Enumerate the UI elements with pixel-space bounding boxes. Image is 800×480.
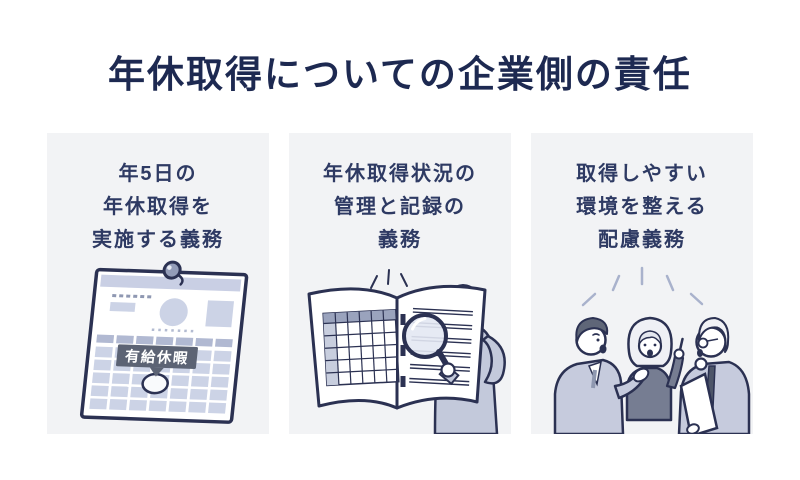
heading-line: 配慮義務	[598, 229, 686, 251]
calendar-grid	[89, 334, 233, 414]
panel-heading: 年5日の 年休取得を 実施する義務	[92, 158, 224, 257]
panel-heading: 取得しやすい 環境を整える 配慮義務	[576, 158, 708, 257]
record-book	[307, 284, 487, 410]
radiating-lines	[581, 266, 704, 307]
attendance-table	[322, 308, 400, 387]
circled-date	[141, 372, 169, 395]
heading-line: 年休取得を	[103, 196, 213, 218]
hair	[697, 317, 730, 353]
panel-row: 年5日の 年休取得を 実施する義務	[47, 133, 753, 434]
calendar-illustration: 有給休暇	[79, 260, 249, 424]
heading-line: 環境を整える	[576, 196, 708, 218]
paid-leave-label: 有給休暇	[115, 344, 198, 377]
heading-line: 管理と記録の	[334, 196, 466, 218]
panel-environment-obligation: 取得しやすい 環境を整える 配慮義務	[531, 133, 753, 434]
calendar-header-bar	[100, 274, 242, 292]
heading-line: 取得しやすい	[576, 163, 708, 185]
record-book-magnifier-illustration	[307, 269, 506, 434]
right-man	[677, 317, 751, 434]
magnifier-icon	[402, 313, 460, 386]
raised-arm	[665, 354, 685, 390]
glasses-icon	[697, 337, 709, 349]
left-man	[553, 317, 650, 434]
heading-line: 年5日の	[118, 163, 198, 185]
open-mouth	[599, 344, 607, 354]
page-title: 年休取得についての企業側の責任	[108, 54, 692, 95]
hair	[575, 317, 609, 343]
pointing-finger	[678, 337, 684, 352]
panel-manage-record-obligation: 年休取得状況の 管理と記録の 義務	[289, 133, 511, 434]
heading-line: 実施する義務	[92, 229, 224, 251]
paper	[679, 372, 719, 434]
panel-heading: 年休取得状況の 管理と記録の 義務	[323, 158, 477, 257]
open-mouth	[697, 349, 703, 357]
open-hand	[632, 367, 650, 383]
pin-icon	[162, 260, 184, 286]
woman	[625, 316, 685, 422]
discussion-people-illustration	[553, 266, 751, 434]
paid-leave-label-text: 有給休暇	[124, 347, 190, 367]
open-mouth	[647, 349, 653, 357]
panel-five-day-obligation: 年5日の 年休取得を 実施する義務	[47, 133, 269, 434]
heading-line: 年休取得状況の	[323, 163, 477, 185]
hand	[440, 362, 456, 378]
heading-line: 義務	[378, 229, 422, 251]
sparkle-lines	[370, 269, 408, 289]
calendar-decor	[109, 294, 235, 333]
arm-on-hip	[481, 334, 506, 385]
fist	[694, 357, 708, 371]
spine-tabs	[400, 314, 406, 387]
